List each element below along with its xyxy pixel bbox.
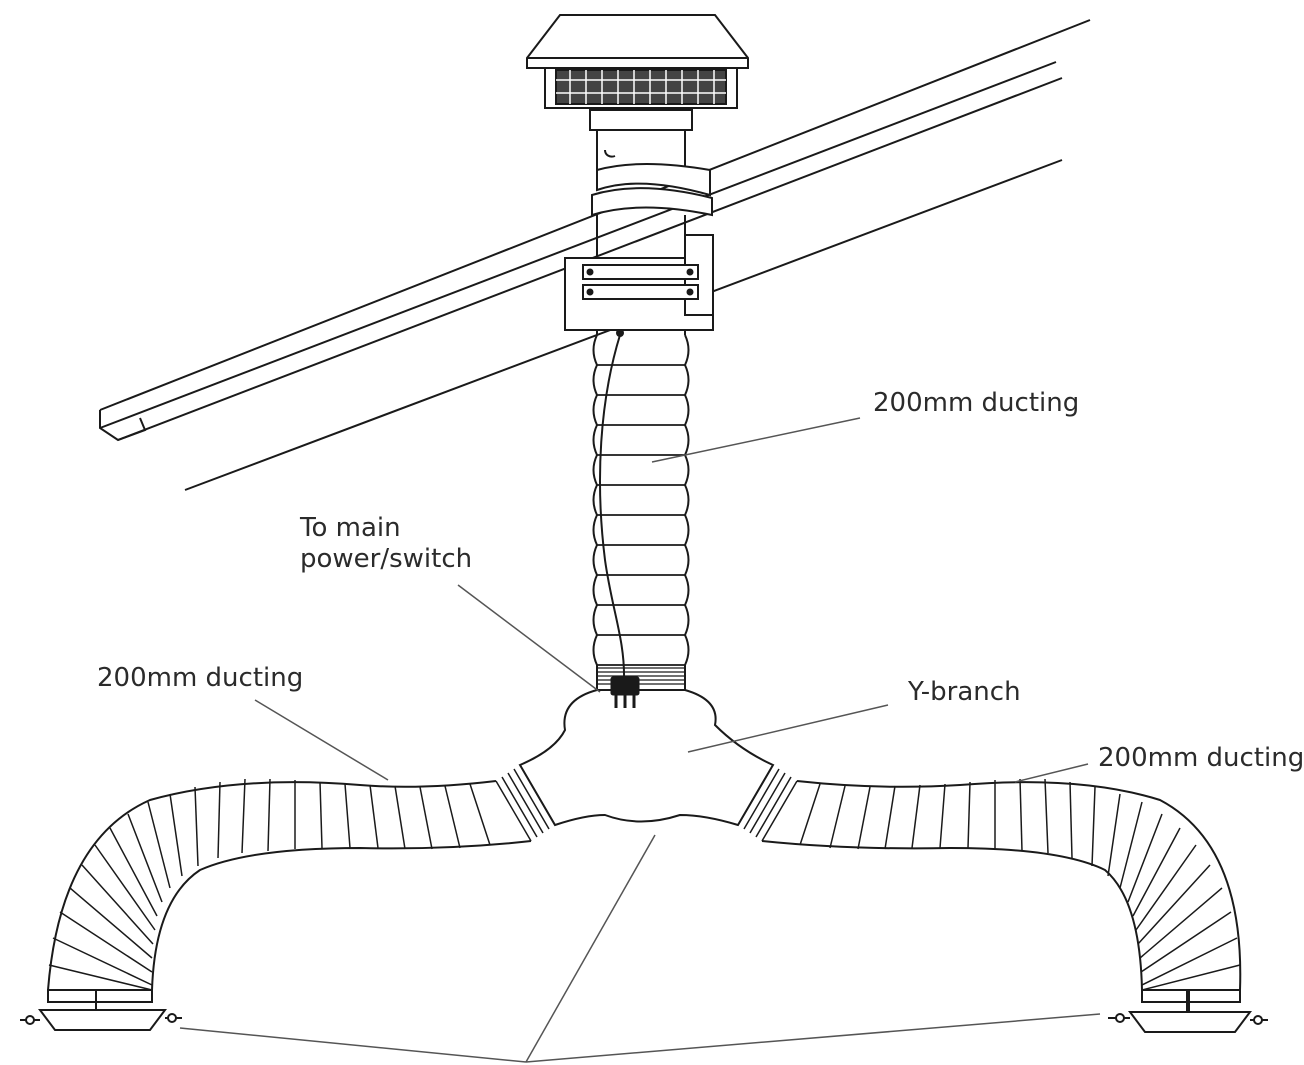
label-ducting-top: 200mm ducting: [873, 388, 1079, 418]
right-flex-duct: [761, 778, 1242, 991]
vertical-flex-duct: [592, 334, 690, 690]
labels: 200mm ducting To main power/switch 200mm…: [97, 388, 1304, 773]
plug-icon: [610, 676, 640, 708]
left-collar: [495, 764, 556, 842]
mounting-bracket: [564, 234, 714, 331]
label-power-line2: power/switch: [300, 544, 472, 574]
right-collar: [737, 764, 798, 842]
power-cable: [599, 149, 626, 681]
right-ceiling-vent: [1108, 989, 1268, 1033]
label-ducting-right: 200mm ducting: [1098, 743, 1304, 773]
roof-cowl: [526, 14, 749, 217]
left-flex-duct: [47, 778, 532, 991]
label-power-line1: To main: [299, 513, 401, 543]
y-branch: [518, 689, 775, 827]
label-ybranch: Y-branch: [907, 677, 1021, 707]
leader-lines: [179, 417, 1101, 1063]
label-ducting-left: 200mm ducting: [97, 663, 303, 693]
left-ceiling-vent: [20, 989, 182, 1031]
